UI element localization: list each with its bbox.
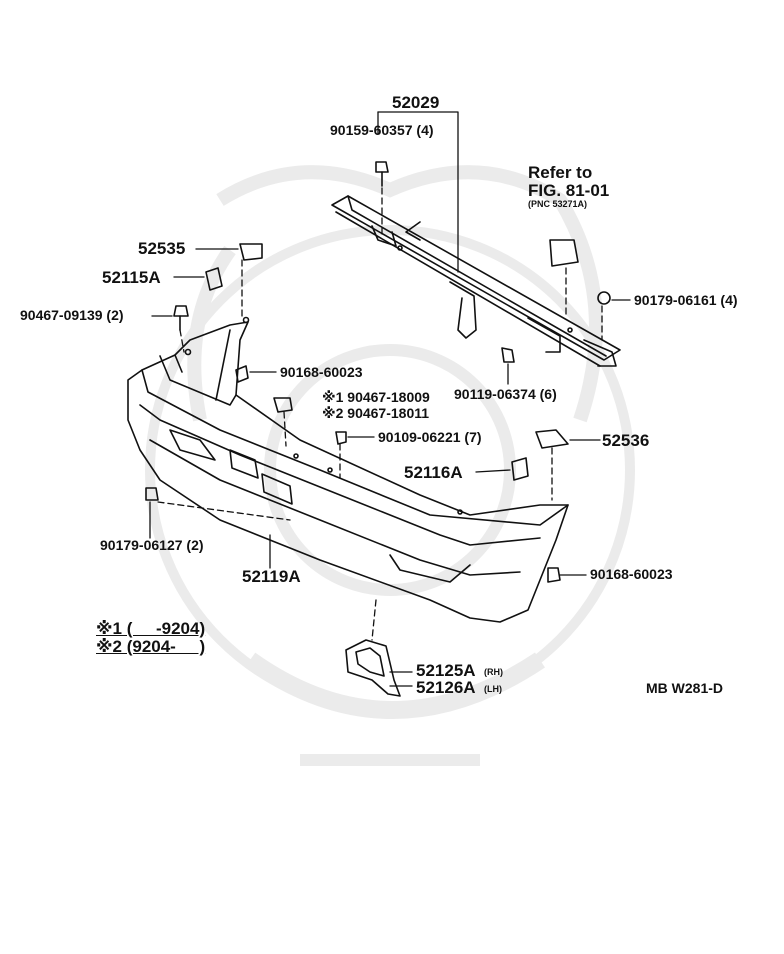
label-clip-x1: ※1 90467-18009 [322, 389, 430, 405]
label-90179-06161: 90179-06161 (4) [634, 292, 738, 308]
label-pnc: (PNC 53271A) [528, 199, 588, 209]
grille-bracket [345, 639, 401, 697]
assembly-lines [157, 187, 603, 641]
leader-lines [149, 111, 631, 687]
label-52119a: 52119A [242, 567, 301, 586]
label-90168-60023-a: 90168-60023 [280, 364, 363, 380]
watermark-crest [145, 165, 635, 766]
label-90467-09139: 90467-09139 (2) [20, 307, 124, 323]
label-90168-60023-b: 90168-60023 [590, 566, 673, 582]
label-52116a: 52116A [404, 463, 463, 482]
legend-x2: ※2 (9204- ) [96, 637, 206, 656]
label-fig-81-01: FIG. 81-01 [528, 181, 610, 200]
label-90159-60357: 90159-60357 (4) [330, 122, 434, 138]
diagram-code: MB W281-D [646, 680, 724, 696]
label-52126a-lh: (LH) [484, 684, 502, 694]
label-90179-06127: 90179-06127 (2) [100, 537, 204, 553]
bumper-cover [127, 316, 569, 623]
legend-x1: ※1 ( -9204) [96, 619, 206, 638]
label-52125a-rh: (RH) [484, 667, 503, 677]
label-refer-to: Refer to [528, 163, 593, 182]
fastener-parts [145, 161, 611, 583]
label-52115a: 52115A [102, 268, 161, 287]
label-clip-x2: ※2 90467-18011 [322, 405, 430, 421]
reinforcement-beam [331, 195, 621, 367]
label-52535: 52535 [138, 239, 186, 258]
label-52536: 52536 [602, 431, 650, 450]
label-90109-06221: 90109-06221 (7) [378, 429, 482, 445]
label-90119-06374: 90119-06374 (6) [454, 386, 557, 402]
label-52126a: 52126A [416, 678, 476, 697]
label-52029: 52029 [392, 93, 440, 112]
label-52125a: 52125A [416, 661, 476, 680]
